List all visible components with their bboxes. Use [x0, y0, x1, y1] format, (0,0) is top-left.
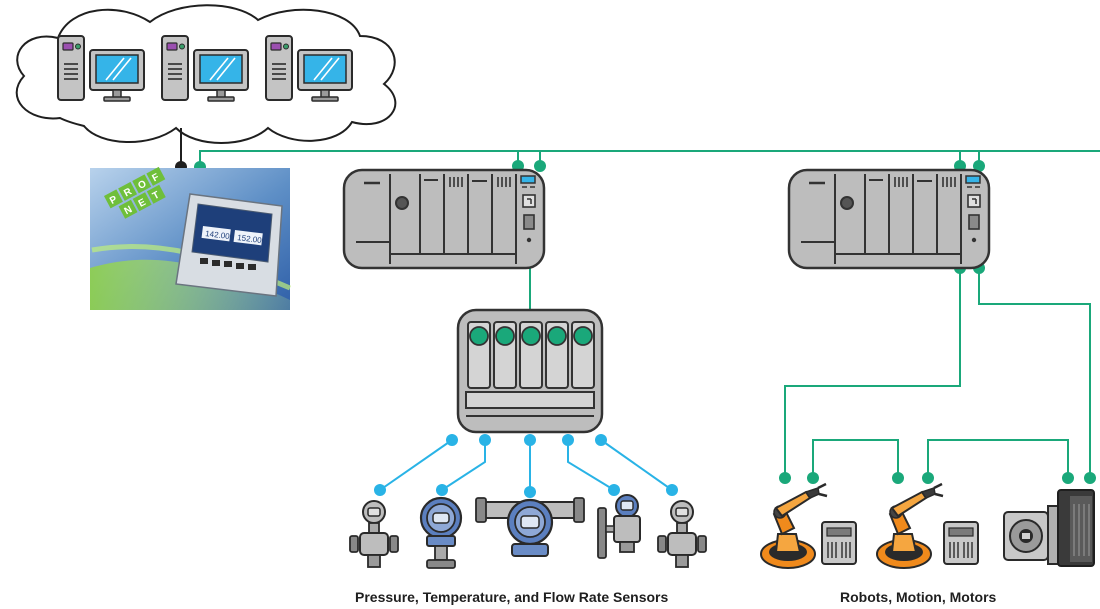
- robots-caption: Robots, Motion, Motors: [840, 589, 997, 605]
- servo-drive-1: [821, 521, 857, 565]
- svg-text:T: T: [151, 190, 162, 203]
- cloud-network: [15, 4, 397, 144]
- pressure-transmitter-1: [349, 500, 399, 568]
- servo-amplifier: [1057, 489, 1095, 567]
- plc-controller-2: [787, 168, 991, 270]
- profinet-logo: P R O F N E T: [104, 166, 166, 219]
- robot-arm-2: [875, 482, 945, 570]
- plc-controller-1: [342, 168, 546, 270]
- hmi-panel-image: P R O F N E T 142.00 152.00: [90, 166, 291, 310]
- flowmeter-center: [475, 497, 585, 557]
- sensors-caption: Pressure, Temperature, and Flow Rate Sen…: [355, 589, 669, 605]
- temperature-transmitter-2: [597, 494, 641, 559]
- svg-text:E: E: [137, 197, 148, 210]
- hmi-device: 142.00 152.00: [175, 193, 283, 297]
- io-module: [456, 308, 604, 434]
- svg-text:P: P: [108, 194, 119, 207]
- hmi-readout-left: 142.00: [205, 229, 231, 241]
- servo-motor: [1003, 505, 1061, 565]
- pressure-transmitter-2: [657, 500, 707, 568]
- fieldbus-connections: [379, 439, 673, 492]
- temperature-transmitter-1: [419, 496, 463, 570]
- svg-text:N: N: [123, 204, 135, 217]
- servo-drive-2: [943, 521, 979, 565]
- svg-text:F: F: [150, 172, 161, 185]
- hmi-readout-right: 152.00: [237, 233, 263, 245]
- robot-arm-1: [759, 482, 829, 570]
